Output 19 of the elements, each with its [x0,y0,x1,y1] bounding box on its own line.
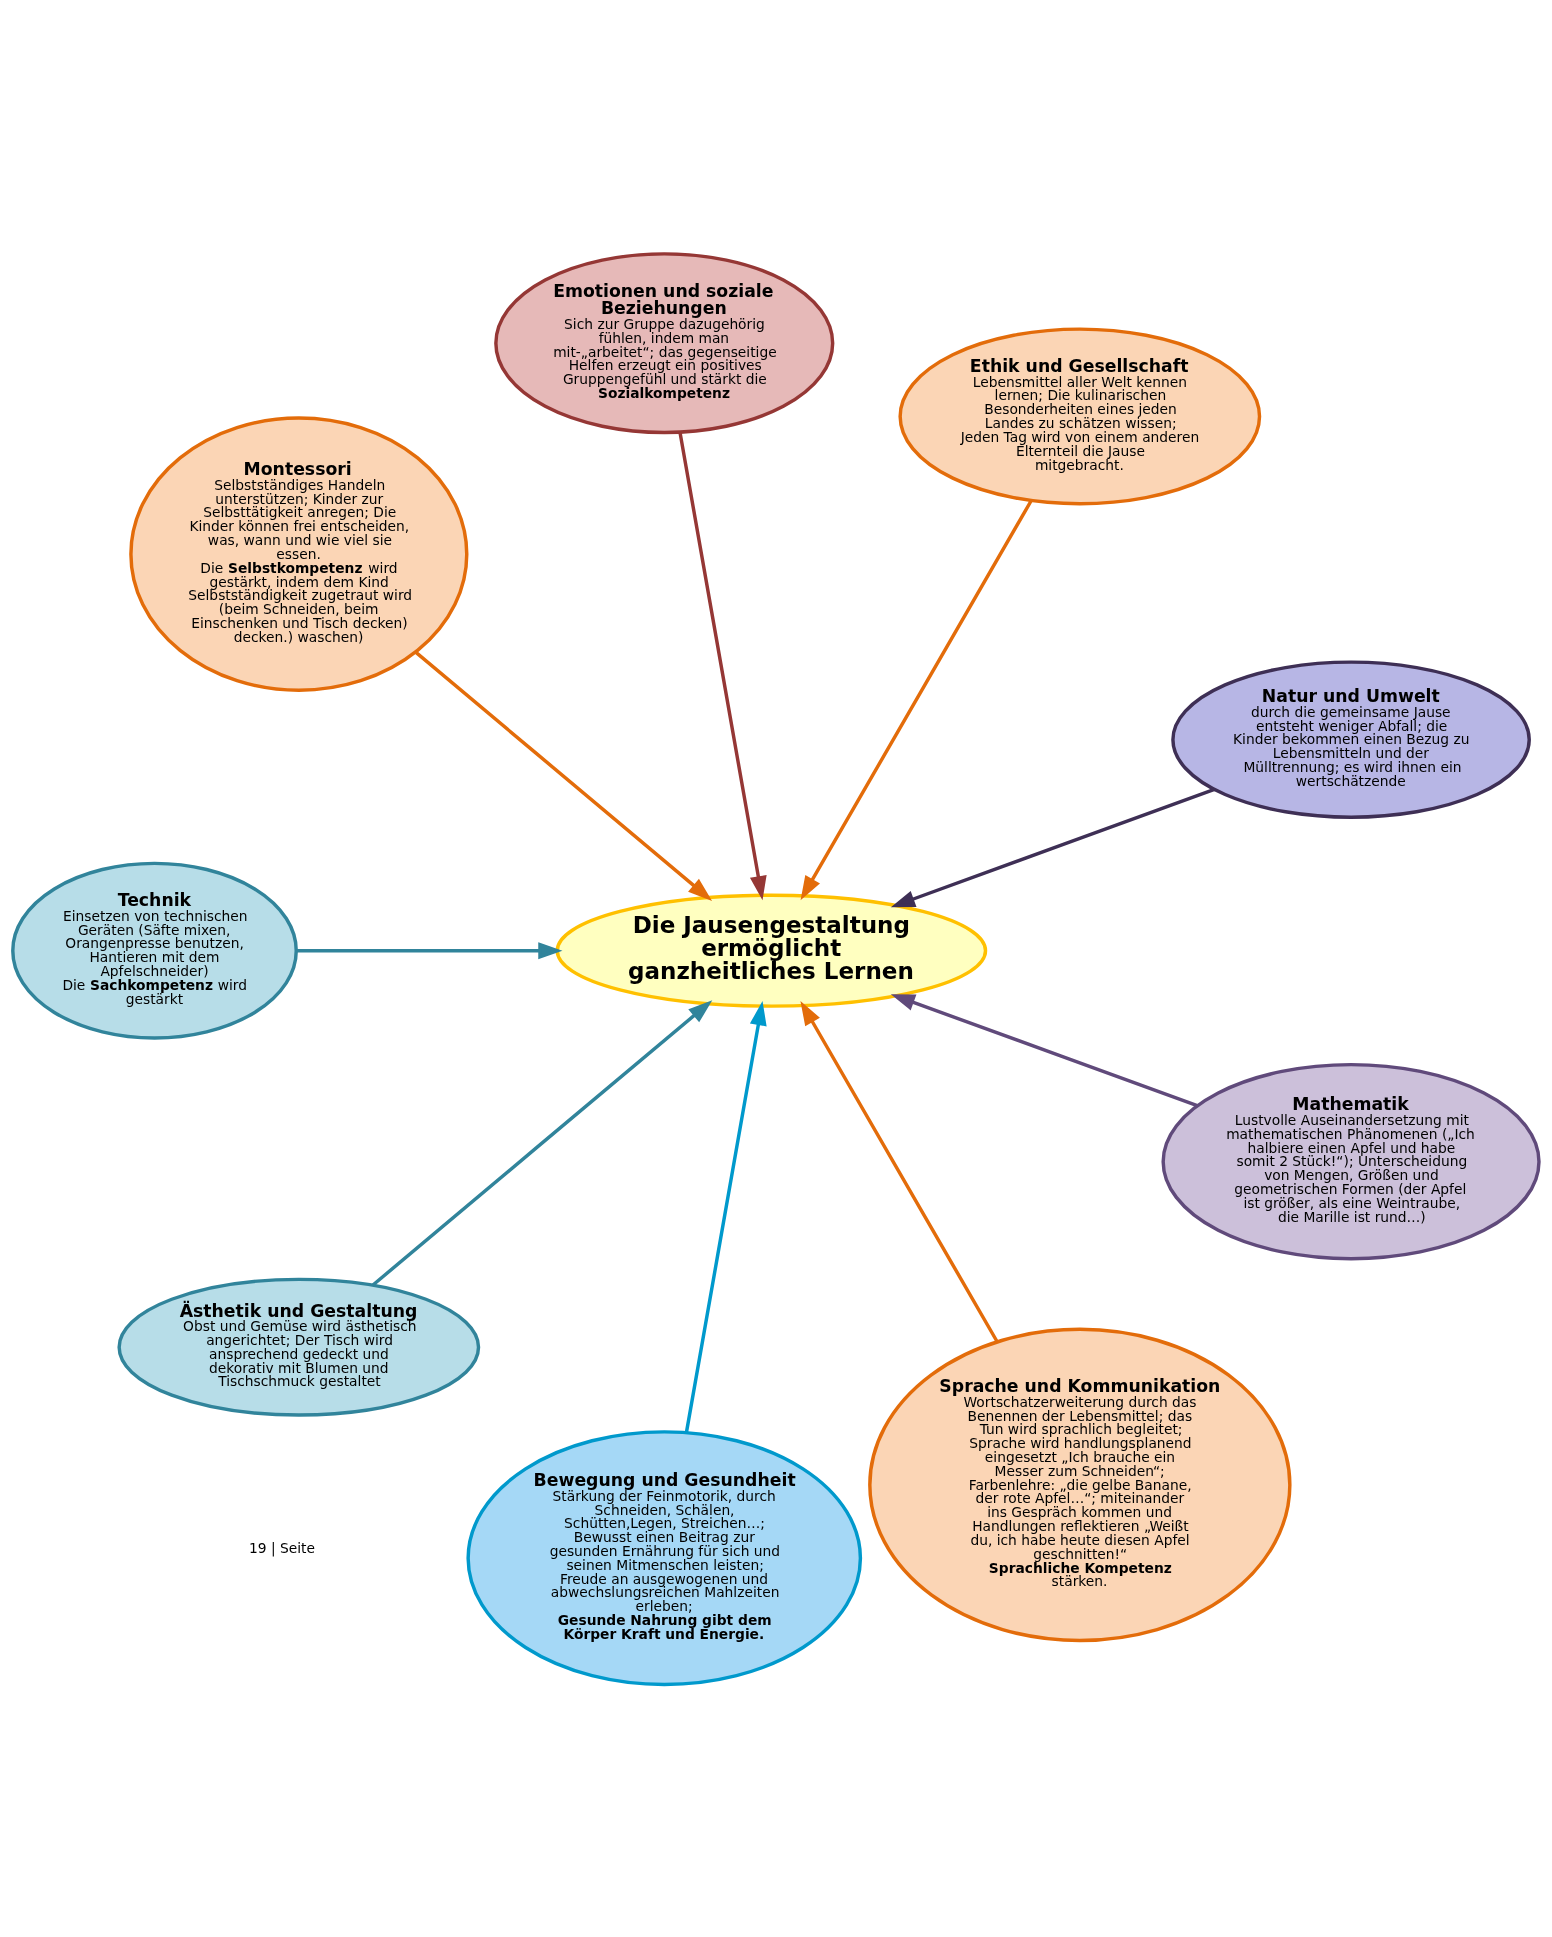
arrow [371,999,713,1287]
arrow [800,1000,999,1343]
node-ellipse: Ethik und Gesellschaft Lebensmittel aller Welt kennen lernen; Die kulinarischen Besonderheiten eines jeden Landes zu schätzen wissen; Jeden Tag wird von einem anderen Elternteil die Jause mitgebracht. [898,326,1262,505]
node-ellipse: Mathematik Lustvolle Auseinandersetzung mit mathematischen Phänomenen („Ich halbiere einen Apfel und habe somit 2 Stück!“); Unterscheidung von Mengen, Größen und geometrischen Formen (der Apfel ist größer, als eine Weintraube, die Marille ist rund…) [1161,1062,1541,1260]
arrow [890,993,1198,1107]
arrow [684,1000,767,1433]
node-ellipse: Natur und Umwelt durch die gemeinsame Jause entsteht weniger Abfall; die Kinder bekommen einen Bezug zu Lebensmitteln und der Mülltrennung; es wird ihnen ein wertschätzende [1171,659,1531,819]
node-ellipse: Bewegung und Gesundheit Stärkung der Feinmotorik, durch Schneiden, Schälen, Schütten,Legen, Streichen…; Bewusst einen Beitrag zur gesunden Ernährung für sich und seinen Mitmenschen leisten; Freude an ausgewogenen und abwechslungsreichen Mahlzeiten erleben; Gesunde Nahrung gibt dem Körper Kraft und Energie. [466,1429,863,1686]
node-ellipse: Technik Einsetzen von technischen Geräten (Säfte mixen, Orangenpresse benutzen, Hantieren mit dem Apfelschneider) Die Sachkompetenz wird gestärkt [11,861,298,1040]
arrow [890,787,1215,907]
arrow [678,431,767,900]
arrow [296,941,563,959]
node-ellipse: Montessori Selbstständiges Handeln unterstützen; Kinder zur Selbsttätigkeit anregen; Die Kinder können frei entscheiden, was, wann und wie viel sie essen. Die Selbstkompetenz wird gestärkt, indem dem Kind Selbstständigkeit zugetraut wird (beim Schneiden, beim Einschenken und Tisch decken) decken.) waschen) [129,415,469,692]
label: 19 | Seite [249,1539,315,1556]
node-ellipse: Emotionen und soziale Beziehungen Sich zur Gruppe dazugehörig fühlen, indem man mit-„arbeitet“; das gegenseitige Helfen erzeugt ein positives Gruppengefühl und stärkt die Sozialkompetenz [494,251,835,434]
node-ellipse: Sprache und Kommunikation Wortschatzerweiterung durch das Benennen der Lebensmittel; das Tun wird sprachlich begleitet; Sprache wird handlungsplanend eingesetzt „Ich brauche ein Messer zum Schneiden“; Farbenlehre: „die gelbe Banane, der rote Apfel…“; miteinander ins Gespräch kommen und Handlungen reflektieren „Weißt du, ich habe heute diesen Apfel geschnitten!“ Sprachliche Kompetenz stärken. [868,1327,1292,1642]
arrow [414,650,713,901]
arrow [800,499,1033,900]
node-ellipse: Ästhetik und Gestaltung Obst und Gemüse wird ästhetisch angerichtet; Der Tisch wird ansprechend gedeckt und dekorativ mit Blumen und Tischschmuck gestaltet [117,1277,481,1417]
